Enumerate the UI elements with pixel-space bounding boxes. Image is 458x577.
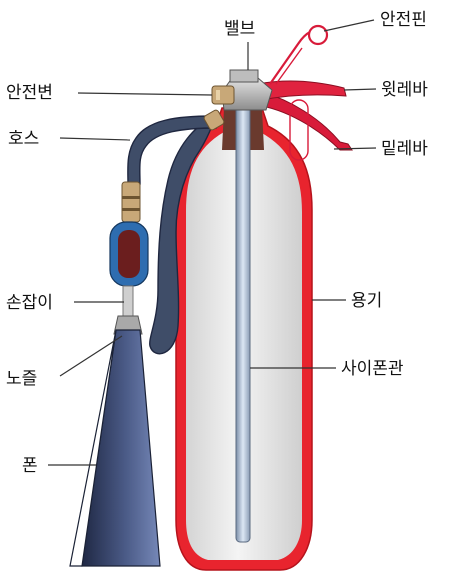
label-lower-lever: 밑레바 xyxy=(381,139,428,159)
label-safety-pin: 안전핀 xyxy=(380,10,427,30)
label-upper-lever: 윗레바 xyxy=(381,80,428,100)
label-handle: 손잡이 xyxy=(6,293,53,313)
label-cylinder: 용기 xyxy=(351,291,382,311)
leader-safety-valve xyxy=(78,93,212,95)
label-hose: 호스 xyxy=(8,129,39,149)
leader-upper-lever xyxy=(344,89,376,90)
label-horn: 폰 xyxy=(22,456,38,476)
siphon-tube xyxy=(236,96,250,542)
safety-valve xyxy=(212,86,234,104)
label-siphon-tube: 사이폰관 xyxy=(341,359,404,379)
label-safety-valve: 안전변 xyxy=(6,83,53,103)
label-nozzle: 노즐 xyxy=(6,369,37,389)
label-valve: 밸브 xyxy=(224,19,255,39)
handle xyxy=(110,182,148,316)
leader-safety-pin xyxy=(324,20,374,31)
leader-hose xyxy=(60,138,130,140)
